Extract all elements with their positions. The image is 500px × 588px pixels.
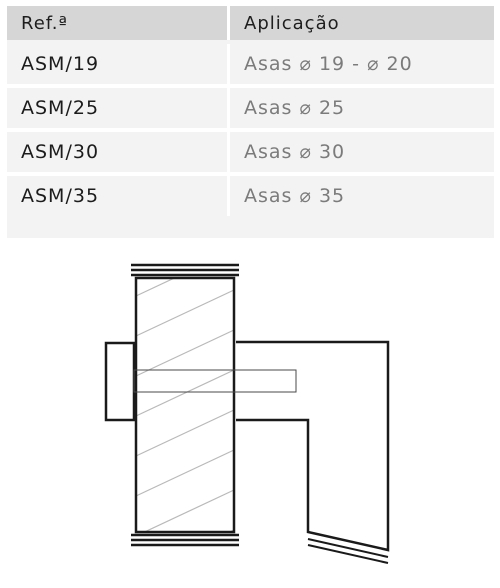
row-reference: ASM/19 (21, 53, 100, 75)
bracket-profile (236, 340, 390, 552)
left-tab (104, 341, 136, 422)
header-application: Aplicação (227, 6, 494, 40)
row-divider (7, 84, 494, 88)
row-application: Asas ⌀ 19 - ⌀ 20 (227, 44, 494, 84)
hatched-body (134, 276, 236, 534)
bracket-base-line (307, 538, 389, 558)
bracket-base-line (307, 544, 389, 564)
table-header-row: Ref.ª Aplicação (7, 6, 494, 40)
technical-drawing-panel (50, 240, 430, 588)
technical-drawing (104, 263, 390, 564)
row-application: Asas ⌀ 35 (227, 176, 494, 216)
row-divider (7, 172, 494, 176)
row-application: Asas ⌀ 30 (227, 132, 494, 172)
table-row: ASM/19 Asas ⌀ 19 - ⌀ 20 (7, 44, 494, 84)
row-application: Asas ⌀ 25 (227, 88, 494, 128)
row-reference: ASM/25 (21, 97, 100, 119)
table-row: ASM/35 Asas ⌀ 35 (7, 176, 494, 216)
table-row: ASM/25 Asas ⌀ 25 (7, 88, 494, 128)
body-hatching (136, 278, 234, 532)
row-divider (7, 128, 494, 132)
spec-table: Ref.ª Aplicação ASM/19 Asas ⌀ 19 - ⌀ 20 … (7, 6, 494, 238)
table-row: ASM/30 Asas ⌀ 30 (7, 132, 494, 172)
row-reference: ASM/30 (21, 141, 100, 163)
header-reference: Ref.ª (21, 12, 69, 34)
row-reference: ASM/35 (21, 185, 100, 207)
inner-slot (133, 369, 297, 393)
